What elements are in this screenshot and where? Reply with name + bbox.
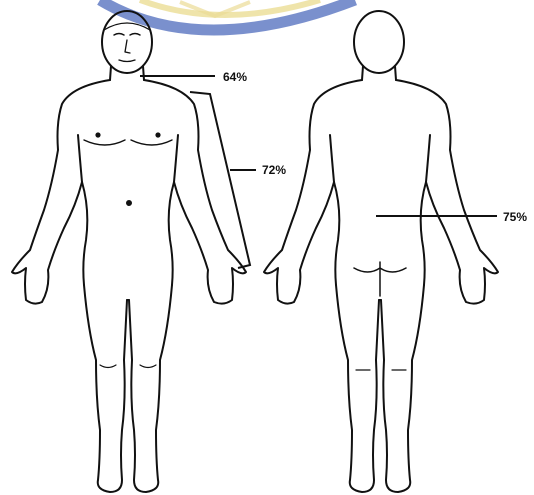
posterior-head: [354, 11, 404, 73]
bracket-arm: [190, 92, 250, 268]
callout-arm-label: 72%: [262, 163, 286, 177]
anterior-right-outline: [144, 80, 246, 304]
callout-trunk-label: 75%: [503, 210, 527, 224]
anterior-figure: [12, 11, 246, 492]
callout-face-label: 64%: [223, 70, 247, 84]
posterior-figure: [264, 11, 498, 492]
anterior-left-outline: [12, 80, 110, 304]
